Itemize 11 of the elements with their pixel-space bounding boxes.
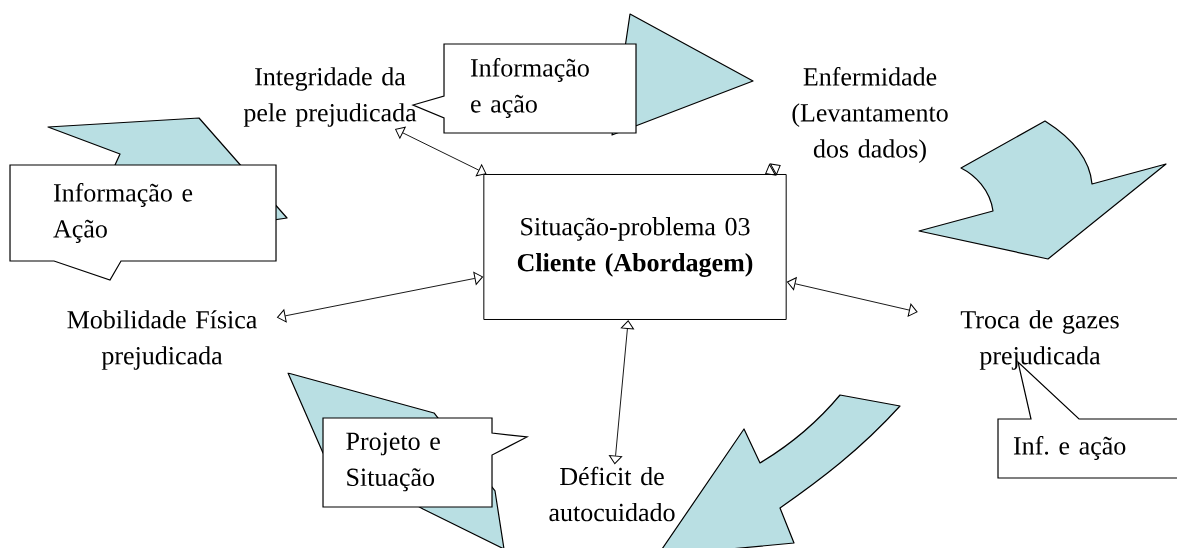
diagnosis-label: Mobilidade Física prejudicada <box>67 310 257 370</box>
double-arrow <box>609 320 634 465</box>
callout-box: Informação e Ação <box>9 164 277 281</box>
problem-box: Situação-problema 03 Cliente (Abordagem) <box>483 174 787 320</box>
callout-box: Projeto e Situação <box>322 417 530 508</box>
double-arrow <box>765 163 781 176</box>
double-arrow <box>395 126 487 177</box>
diagnosis-label: Déficit de autocuidado <box>549 466 675 522</box>
double-arrow <box>786 277 918 317</box>
diagnosis-label: Enfermidade (Levantamento dos dados) <box>792 67 948 163</box>
double-arrow <box>277 271 484 323</box>
